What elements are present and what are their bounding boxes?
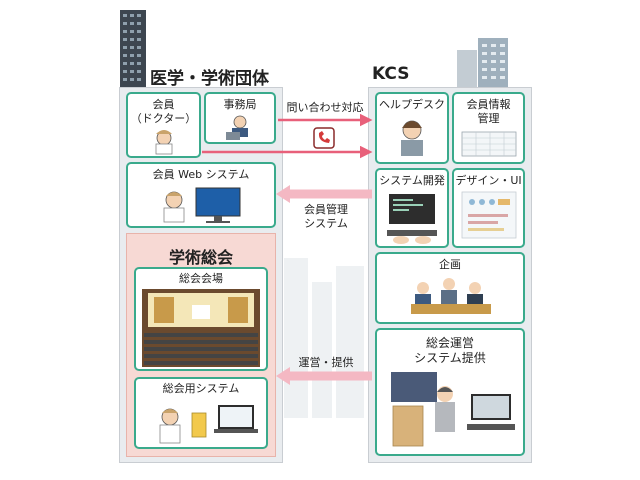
doctor-computer-icon	[163, 187, 241, 223]
doctor-card-reader-icon	[159, 405, 258, 444]
office-worker-icon	[226, 115, 248, 140]
design-wireframe-icon	[461, 191, 517, 239]
card-planning-label: 企画	[439, 258, 461, 271]
card-sys-dev: システム開発	[375, 168, 449, 248]
card-member-label: 会員 （ドクター）	[130, 98, 197, 125]
card-helpdesk-label: ヘルプデスク	[379, 98, 445, 111]
card-planning: 企画	[375, 252, 525, 324]
card-operation-label: 総会運営 システム提供	[414, 336, 486, 365]
event-staff-icon	[391, 372, 515, 447]
card-member-web: 会員 Web システム	[126, 162, 276, 228]
card-assembly-system: 総会用システム	[134, 377, 268, 449]
card-helpdesk: ヘルプデスク	[375, 92, 449, 164]
card-member-web-label: 会員 Web システム	[152, 168, 250, 181]
card-sys-dev-label: システム開発	[379, 174, 445, 187]
card-assembly-system-label: 総会用システム	[162, 382, 240, 395]
spreadsheet-icon	[461, 131, 517, 157]
right-org-title: KCS	[372, 64, 410, 84]
meeting-icon	[411, 278, 491, 314]
card-design-ui-label: デザイン・UI	[455, 174, 522, 187]
operation-provide-label: 運営・提供	[298, 356, 354, 369]
card-member-info-label: 会員情報 管理	[466, 98, 511, 125]
left-org-title: 医学・学術団体	[150, 69, 269, 89]
card-office: 事務局	[204, 92, 276, 144]
left-building-icon	[120, 10, 146, 88]
card-design-ui: デザイン・UI	[452, 168, 525, 248]
card-member-info: 会員情報 管理	[452, 92, 525, 164]
right-building-icon	[457, 38, 508, 88]
card-office-label: 事務局	[223, 98, 257, 111]
auditorium-icon	[142, 289, 260, 367]
member-mgmt-label: 会員管理 システム	[304, 203, 348, 230]
inquiry-label: 問い合わせ対応	[286, 101, 364, 114]
developer-monitor-icon	[387, 194, 437, 244]
operator-headset-icon	[401, 120, 423, 156]
phone-icon	[313, 127, 335, 149]
card-operation: 総会運営 システム提供	[375, 328, 525, 456]
card-venue-label: 総会会場	[179, 272, 223, 285]
assembly-title: 学術総会	[168, 248, 233, 267]
card-member: 会員 （ドクター）	[126, 92, 201, 158]
card-venue: 総会会場	[134, 267, 268, 371]
doctor-icon	[155, 130, 173, 155]
city-skyline-icon	[284, 258, 364, 418]
